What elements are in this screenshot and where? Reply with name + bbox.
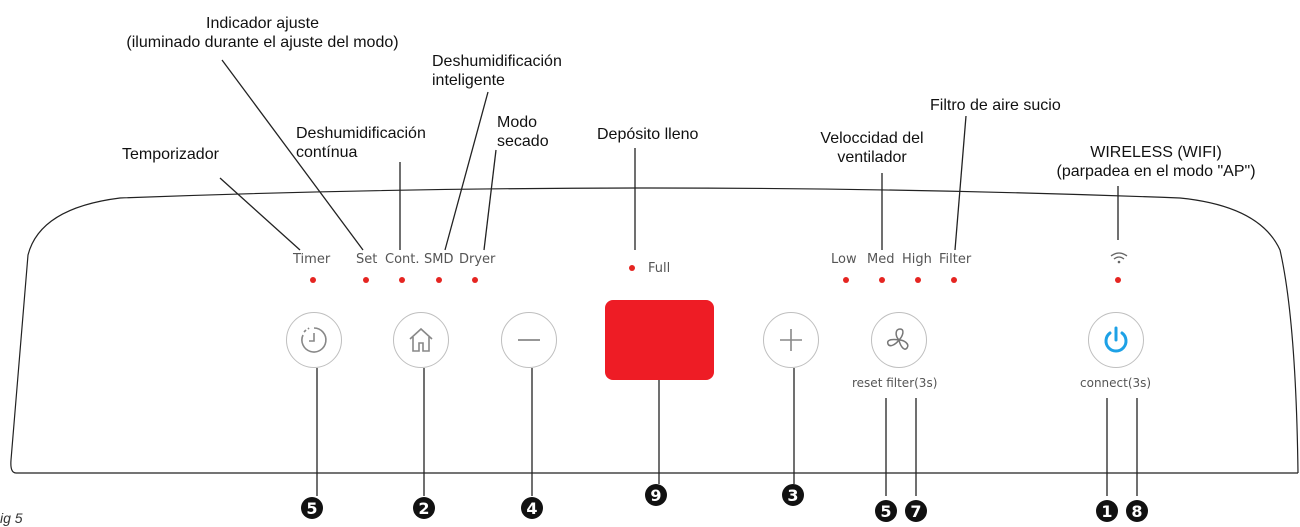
callout-deshumidificacion-continua: Deshumidificación contínua [296,125,426,161]
wifi-icon [1110,252,1128,264]
plus-button[interactable] [763,312,819,368]
led-high [915,277,921,283]
label-smd: SMD [424,252,454,267]
led-dryer [472,277,478,283]
callout-filtro-aire-sucio: Filtro de aire sucio [930,97,1061,114]
callout-temporizador: Temporizador [122,146,219,163]
callout-velocidad-ventilador: Veloccidad del ventilador [820,130,924,166]
home-icon [409,327,433,352]
power-icon [1104,326,1128,353]
badge-minus: 4 [521,497,543,519]
badge-mode: 2 [413,497,435,519]
badge-power: 1 [1096,500,1118,522]
fan-button[interactable] [871,312,927,368]
badge-plus: 3 [782,484,804,506]
callout-indicador-ajuste: Indicador ajuste (iluminado durante el a… [126,15,399,51]
display-screen [605,300,714,380]
timer-button[interactable] [286,312,342,368]
label-set: Set [356,252,378,267]
callout-modo-secado: Modo secado [497,114,549,150]
callout-wireless: WIRELESS (WIFI) (parpadea en el modo "AP… [1056,144,1256,180]
label-timer: Timer [293,252,331,267]
badge-fan-reset: 5 [875,500,897,522]
plus-icon [780,329,802,351]
led-full [629,265,635,271]
caption-reset-filter: reset filter(3s) [852,376,938,390]
led-low [843,277,849,283]
label-dryer: Dryer [459,252,496,267]
label-cont: Cont. [385,252,420,267]
led-timer [310,277,316,283]
callout-deposito-lleno: Depósito lleno [597,126,699,143]
power-button[interactable] [1088,312,1144,368]
led-set [363,277,369,283]
led-med [879,277,885,283]
leader-lines [219,59,1138,496]
label-full: Full [648,261,671,276]
badge-connect: 8 [1126,500,1148,522]
led-filter [951,277,957,283]
label-med: Med [867,252,895,267]
figure-caption: ig 5 [0,510,23,526]
timer-icon [301,327,327,353]
callout-deshumidificacion-inteligente: Deshumidificación inteligente [432,53,562,89]
badge-fan-filter: 7 [905,500,927,522]
mode-button[interactable] [393,312,449,368]
badge-timer: 5 [301,497,323,519]
minus-icon [518,339,540,341]
fan-icon [886,328,909,350]
label-low: Low [831,252,857,267]
led-cont [399,277,405,283]
caption-connect: connect(3s) [1080,376,1152,390]
led-wifi [1115,277,1121,283]
led-smd [436,277,442,283]
badge-display: 9 [645,484,667,506]
label-high: High [902,252,932,267]
minus-button[interactable] [501,312,557,368]
label-filter: Filter [939,252,972,267]
